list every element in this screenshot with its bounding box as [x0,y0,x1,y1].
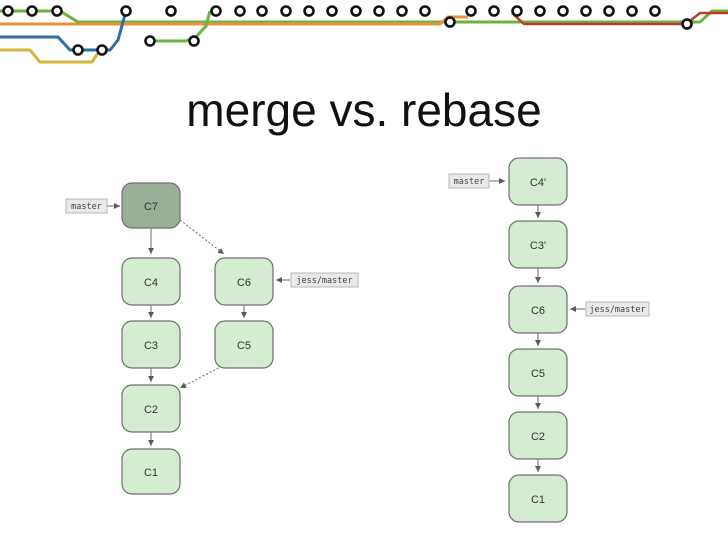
commit-label: C3 [144,340,158,352]
commit-label: C4' [530,177,546,189]
metro-station [188,35,200,47]
commit-node-c5: C5 [508,348,568,397]
commit-node-c5: C5 [214,320,274,369]
metro-station [603,5,615,17]
ref-label-text: jess/master [296,276,352,286]
ref-label-text: master [454,177,485,187]
metro-station [120,5,132,17]
metro-station [444,16,456,28]
rebase-diagram: master jess/master C4' C3' C6 C5 [448,157,650,523]
metro-station [326,5,338,17]
metro-line-green [0,9,728,24]
commit-label: C4 [144,277,158,289]
metro-station [396,5,408,17]
metro-station [373,5,385,17]
metro-station [210,5,222,17]
metro-station [350,5,362,17]
commit-node-c1: C1 [508,474,568,523]
commit-label: C1 [531,494,545,506]
metro-station [465,5,477,17]
merge-parent-arrow [179,365,223,389]
metro-station [234,5,246,17]
metro-station [511,5,523,17]
commit-node-c2: C2 [508,411,568,460]
metro-station [26,5,38,17]
metro-station [256,5,268,17]
metro-station [419,5,431,17]
slide-title: merge vs. rebase [186,84,541,136]
ref-label-text: jess/master [589,305,645,315]
metro-station [2,5,14,17]
ref-label-jess-master: jess/master [585,301,650,317]
metro-station [534,5,546,17]
metro-line-blue [0,10,128,52]
commit-node-c7: C7 [121,182,181,229]
commit-node-c4: C4 [121,257,181,306]
merge-parent-arrow [179,219,225,255]
metro-line-yellow [0,48,100,64]
commit-node-c2: C2 [121,384,181,433]
commit-label: C3' [530,240,546,252]
commit-label: C5 [531,368,545,380]
metro-station [96,44,108,56]
ref-label-master: master [65,198,108,214]
metro-stations [2,5,693,56]
metro-station [626,5,638,17]
metro-station [51,5,63,17]
commit-node-c1: C1 [121,448,181,495]
commit-label: C7 [144,201,158,213]
commit-label: C1 [144,467,158,479]
metro-line-orange [0,15,468,26]
metro-station [165,5,177,17]
metro-station [649,5,661,17]
metro-station [681,18,693,30]
ref-label-master: master [448,173,490,189]
ref-label-jess-master: jess/master [290,272,359,288]
metro-line-green-branch [150,10,212,43]
metro-station [72,44,84,56]
metro-station [144,35,156,47]
commit-label: C2 [531,431,545,443]
commit-label: C2 [144,404,158,416]
commit-node-c4-prime: C4' [508,157,568,206]
metro-line-decoration [0,5,728,64]
metro-station [557,5,569,17]
commit-node-c3-prime: C3' [508,220,568,269]
metro-station [303,5,315,17]
metro-station [280,5,292,17]
merge-diagram: master jess/master C7 C4 C3 C2 [65,182,359,495]
commit-node-c6: C6 [214,257,274,306]
metro-station [488,5,500,17]
commit-label: C5 [237,340,251,352]
metro-station [580,5,592,17]
ref-label-text: master [71,202,102,212]
commit-node-c3: C3 [121,320,181,369]
commit-node-c6: C6 [508,285,568,334]
commit-label: C6 [531,305,545,317]
commit-label: C6 [237,277,251,289]
